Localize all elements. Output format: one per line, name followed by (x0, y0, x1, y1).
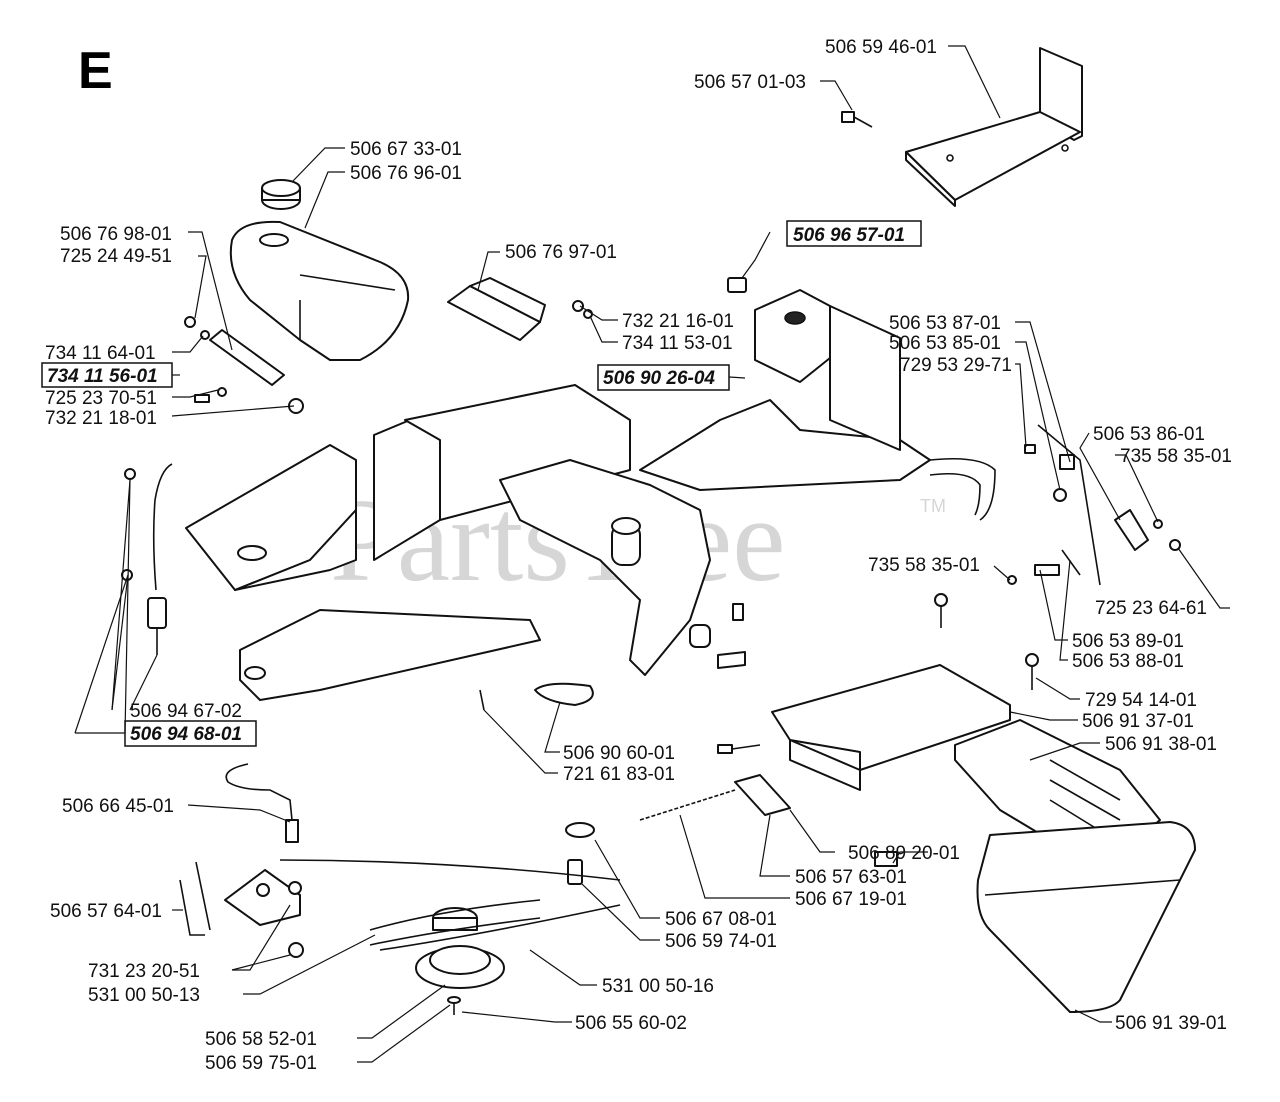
part-label-p25: 729 54 14-01 (1085, 690, 1197, 711)
part-label-p37: 506 67 08-01 (665, 909, 777, 930)
part-label-p36: 506 57 64-01 (50, 901, 162, 922)
pedal-drawing (179, 861, 304, 958)
part-label-p2: 506 57 01-03 (694, 72, 806, 93)
part-label-p1: 506 59 46-01 (825, 37, 937, 58)
part-label-p9: 732 21 16-01 (622, 311, 734, 332)
fender-screws-drawing (934, 593, 1039, 690)
part-label-p41: 531 00 50-16 (602, 976, 714, 997)
part-label-p12: 734 11 56-01 (47, 366, 158, 387)
part-label-p10: 734 11 53-01 (622, 333, 733, 354)
part-label-p29: 506 94 68-01 (130, 724, 242, 745)
tank-strap-drawing (184, 316, 304, 414)
part-label-p33: 506 89 20-01 (848, 843, 960, 864)
part-box-p15 (597, 364, 730, 391)
plug-drawing (727, 277, 747, 293)
part-label-p8: 506 96 57-01 (793, 225, 905, 246)
part-label-p18: 729 53 29-71 (900, 355, 1012, 376)
part-label-p20: 735 58 35-01 (1120, 446, 1232, 467)
part-label-p32: 506 66 45-01 (62, 796, 174, 817)
part-label-p22: 725 23 64-61 (1095, 598, 1207, 619)
part-label-p5: 506 76 98-01 (60, 224, 172, 245)
seat-pan-drawing (905, 47, 1083, 207)
part-label-p14: 732 21 18-01 (45, 408, 157, 429)
pin-drawing (479, 689, 485, 711)
section-letter: E (78, 42, 113, 100)
part-label-p45: 506 91 39-01 (1115, 1013, 1227, 1034)
part-label-p40: 531 00 50-13 (88, 985, 200, 1006)
part-label-p4: 506 76 96-01 (350, 163, 462, 184)
part-labels: 506 59 46-01 506 57 01-03 506 67 33-01 5… (41, 37, 1232, 1074)
part-label-p11: 734 11 64-01 (45, 343, 156, 364)
part-label-p31: 721 61 83-01 (563, 764, 675, 785)
fender-cover-drawing (771, 664, 1011, 791)
side-panel-drawing (976, 821, 1196, 1013)
part-label-p34: 506 57 63-01 (795, 867, 907, 888)
cable-drawing (121, 463, 173, 655)
tension-spring-drawing (565, 774, 791, 885)
lift-lever-drawing (225, 763, 299, 843)
part-label-p19: 506 53 86-01 (1093, 424, 1205, 445)
part-label-p26: 506 91 37-01 (1082, 711, 1194, 732)
part-label-p28: 506 94 67-02 (130, 701, 242, 722)
fuel-tank-drawing (229, 220, 410, 361)
part-label-p15: 506 90 26-04 (603, 368, 715, 389)
part-label-p21: 735 58 35-01 (868, 555, 980, 576)
tank-bracket-drawing (447, 277, 546, 341)
seat-bolt-drawing (841, 111, 873, 128)
part-label-p16: 506 53 87-01 (889, 313, 1001, 334)
part-label-p39: 731 23 20-51 (88, 961, 200, 982)
clip-drawing (874, 851, 898, 867)
fuel-cap-drawing (261, 179, 301, 210)
part-label-p35: 506 67 19-01 (795, 889, 907, 910)
watermark-tm: TM (920, 496, 946, 516)
pulley-drawing (279, 859, 621, 1015)
part-label-p30: 506 90 60-01 (563, 743, 675, 764)
part-label-p6: 725 24 49-51 (60, 246, 172, 267)
part-label-p24: 506 53 88-01 (1072, 651, 1184, 672)
part-label-p27: 506 91 38-01 (1105, 734, 1217, 755)
main-frame-drawing (185, 384, 711, 701)
right-linkage-drawing (1007, 424, 1181, 586)
spring-drawing (534, 682, 594, 706)
leader-lines (74, 45, 1230, 1063)
part-box-p8 (786, 220, 922, 247)
part-box-p12 (41, 362, 173, 388)
part-box-p29 (124, 720, 257, 747)
part-label-p44: 506 59 75-01 (205, 1053, 317, 1074)
part-label-p13: 725 23 70-51 (45, 388, 157, 409)
part-label-p43: 506 55 60-02 (575, 1013, 687, 1034)
part-label-p7: 506 76 97-01 (505, 242, 617, 263)
rear-frame-drawing (639, 289, 996, 521)
part-label-p23: 506 53 89-01 (1072, 631, 1184, 652)
part-label-p42: 506 58 52-01 (205, 1029, 317, 1050)
part-label-p3: 506 67 33-01 (350, 139, 462, 160)
part-label-p17: 506 53 85-01 (889, 333, 1001, 354)
small-bolt-drawing (717, 744, 761, 754)
part-label-p38: 506 59 74-01 (665, 931, 777, 952)
